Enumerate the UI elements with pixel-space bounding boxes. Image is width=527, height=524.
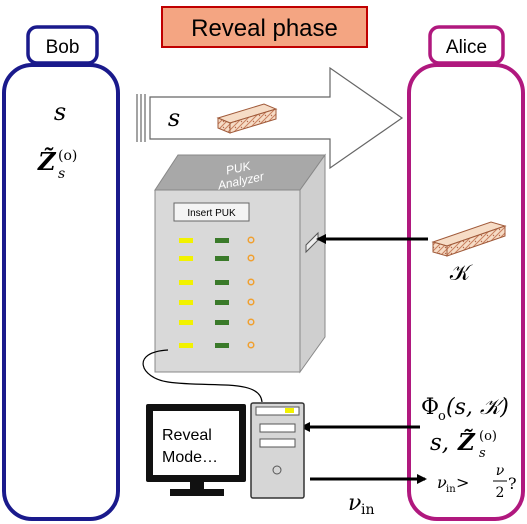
alice-phi-expression: Φ o (s, 𝒦) bbox=[421, 395, 509, 424]
led-yellow bbox=[179, 280, 193, 285]
bob-s-symbol: s bbox=[54, 98, 66, 126]
compare-lhs: ν bbox=[437, 473, 447, 492]
alice-key-symbol: 𝒦 bbox=[450, 261, 473, 286]
compare-num: ν bbox=[496, 463, 505, 479]
led-green bbox=[215, 280, 229, 285]
led-green bbox=[215, 343, 229, 348]
puk-token-alice bbox=[431, 221, 507, 257]
page-title: Reveal phase bbox=[191, 15, 338, 42]
alice-phi-sub: o bbox=[438, 409, 446, 424]
bob-label: Bob bbox=[46, 37, 80, 58]
alice-sz-z: Z̃ bbox=[457, 429, 476, 456]
led-green bbox=[215, 320, 229, 325]
alice-sz-sub: s bbox=[479, 446, 486, 461]
led-green bbox=[215, 238, 229, 243]
alice-panel: Alice 𝒦 Φ o (s, 𝒦) s, Z̃ s (o) ν in > ν bbox=[407, 25, 525, 521]
bob-z-main: Z̃ bbox=[37, 147, 57, 176]
alice-phi: Φ bbox=[421, 395, 439, 420]
monitor-line1: Reveal bbox=[162, 427, 212, 444]
nu-sub: in bbox=[361, 502, 375, 518]
alice-sz-prefix: s, bbox=[430, 430, 449, 456]
nu-in-label: ν in bbox=[348, 491, 375, 518]
led-orange bbox=[247, 236, 255, 244]
led-orange bbox=[247, 298, 255, 306]
transfer-s-symbol: s bbox=[168, 104, 180, 132]
led-orange bbox=[247, 254, 255, 262]
led-orange bbox=[247, 278, 255, 286]
led-orange bbox=[247, 318, 255, 326]
alice-compare-expression: ν in > ν 2 ? bbox=[437, 463, 517, 501]
bob-z-sub: s bbox=[58, 166, 65, 182]
puk-token-transfer bbox=[216, 103, 278, 134]
bob-z-sup: (o) bbox=[58, 148, 77, 164]
analyzer-slot[interactable] bbox=[173, 202, 250, 222]
puk-analyzer: PUK Analyzer Insert PUK bbox=[154, 153, 326, 374]
compare-lhs-sub: in bbox=[446, 484, 456, 495]
alice-sz-expression: s, Z̃ s (o) bbox=[430, 429, 497, 461]
bob-panel: Bob s Z̃ s (o) bbox=[2, 25, 120, 521]
led-orange bbox=[247, 341, 255, 349]
alice-phi-args: (s, 𝒦) bbox=[446, 395, 509, 420]
led-green bbox=[215, 300, 229, 305]
bob-z-symbol: Z̃ s (o) bbox=[37, 147, 77, 182]
monitor-line2: Mode… bbox=[162, 449, 218, 466]
led-yellow bbox=[179, 238, 193, 243]
alice-sz-sup: (o) bbox=[479, 429, 497, 444]
led-yellow bbox=[179, 256, 193, 261]
compare-den: 2 bbox=[496, 485, 505, 501]
led-yellow bbox=[179, 343, 193, 348]
compare-question: ? bbox=[508, 474, 517, 493]
led-green bbox=[215, 256, 229, 261]
compare-op: > bbox=[456, 473, 469, 492]
analyzer-led-panel bbox=[179, 236, 255, 349]
led-yellow bbox=[179, 320, 193, 325]
analyzer-label-line1: PUK bbox=[225, 159, 253, 178]
analyzer-slot-label: Insert PUK bbox=[187, 208, 236, 219]
monitor: Reveal Mode… bbox=[146, 404, 246, 496]
nu-symbol: ν bbox=[348, 491, 361, 516]
alice-label: Alice bbox=[446, 37, 487, 58]
title-box: Reveal phase bbox=[161, 6, 368, 48]
transfer-arrow: s bbox=[136, 66, 404, 170]
led-yellow bbox=[179, 300, 193, 305]
pc-tower bbox=[250, 402, 305, 499]
connection-cable bbox=[142, 349, 263, 403]
